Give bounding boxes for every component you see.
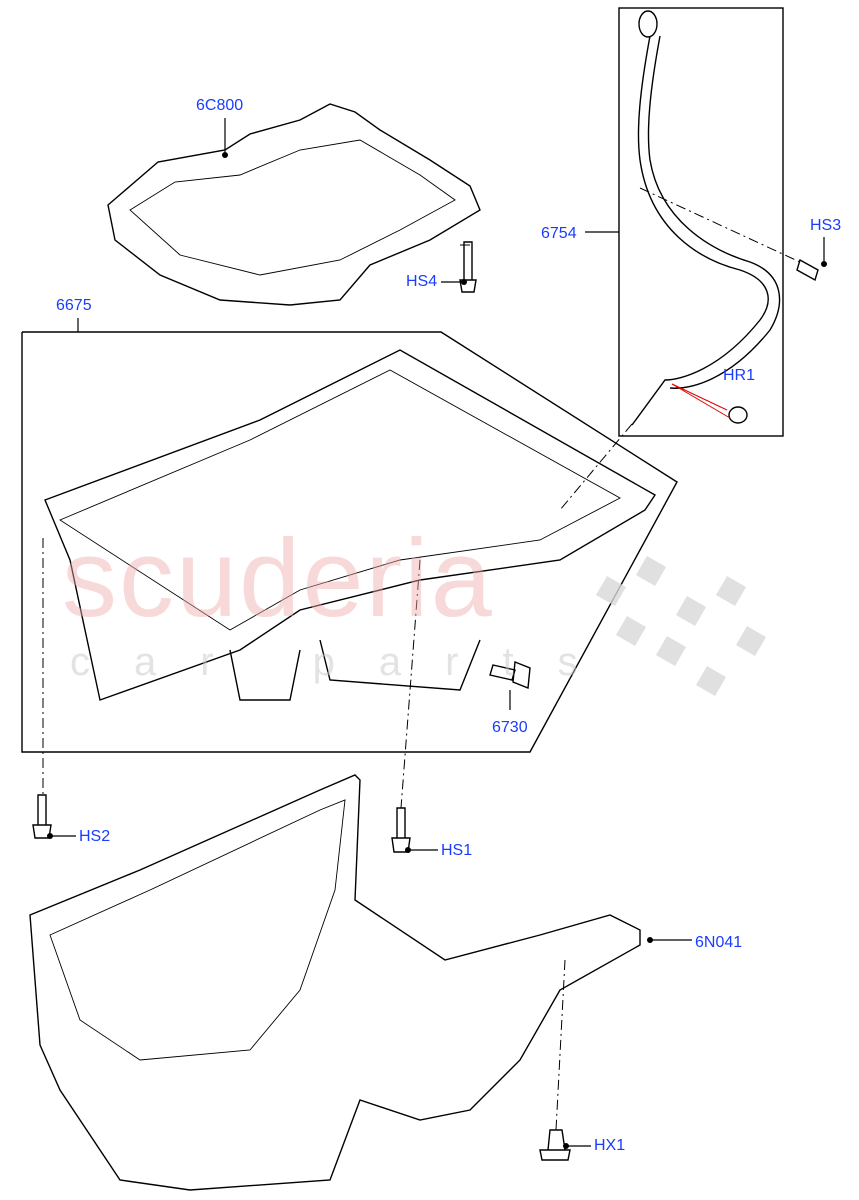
callout-HS4[interactable]: HS4 bbox=[406, 273, 438, 290]
callout-HS3[interactable]: HS3 bbox=[810, 217, 842, 234]
watermark-brand: scuderia bbox=[62, 517, 494, 640]
callout-6N041[interactable]: 6N041 bbox=[695, 934, 743, 951]
oil-pan-group-box bbox=[21, 331, 678, 753]
callout-HX1[interactable]: HX1 bbox=[594, 1137, 626, 1154]
callout-6675[interactable]: 6675 bbox=[56, 297, 92, 314]
callout-HR1[interactable]: HR1 bbox=[723, 367, 756, 384]
callout-6730[interactable]: 6730 bbox=[492, 719, 528, 736]
watermark-sub: car parts bbox=[70, 640, 622, 684]
callout-6754[interactable]: 6754 bbox=[541, 225, 577, 242]
callout-HS1[interactable]: HS1 bbox=[441, 842, 473, 859]
callout-6C800[interactable]: 6C800 bbox=[196, 97, 244, 114]
dipstick-group-box bbox=[618, 7, 784, 437]
callout-HS2[interactable]: HS2 bbox=[79, 828, 111, 845]
